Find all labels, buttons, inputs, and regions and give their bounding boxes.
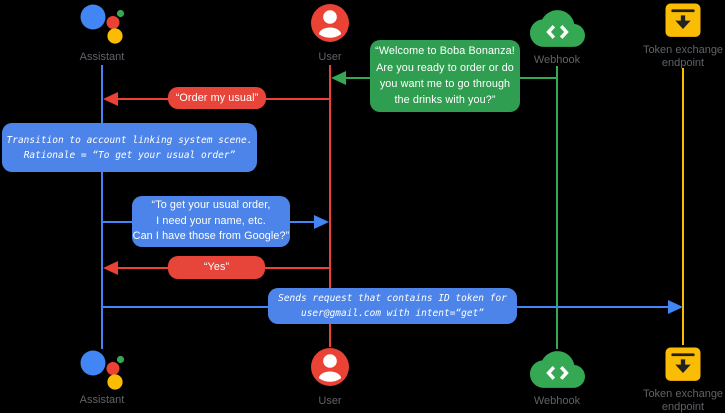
bubble-line: “Welcome to Boba Bonanza!	[375, 45, 515, 58]
actor-label-token-top: Token exchange endpoint	[618, 44, 725, 69]
arrow-ask-permission-head	[314, 215, 329, 229]
bubble-line: Rationale = “To get your usual order”	[23, 149, 236, 161]
google-assistant-icon	[80, 4, 125, 44]
user-lifeline	[329, 65, 331, 347]
speech-bubble-welcome: “Welcome to Boba Bonanza! Are you ready …	[370, 40, 520, 112]
actor-label-webhook-bottom: Webhook	[533, 395, 581, 407]
bubble-line: the drinks with you?”	[394, 94, 496, 107]
bubble-line: you want me to go through	[379, 78, 511, 90]
speech-bubble-order-usual: “Order my usual”	[168, 87, 266, 109]
speech-bubble-ask-permission: “To get your usual order, I need your na…	[132, 196, 290, 247]
actor-label-assistant-bottom: Assistant	[79, 394, 125, 406]
actor-label-line: endpoint	[661, 400, 705, 413]
actor-label-user-bottom: User	[318, 395, 342, 407]
webhook-lifeline	[556, 66, 558, 349]
token-exchange-endpoint-icon	[665, 3, 701, 37]
bubble-line: I need your name, etc.	[156, 214, 266, 227]
bubble-line: “Yes”	[203, 261, 230, 274]
note-bubble-sends-request: Sends request that contains ID token for…	[268, 288, 517, 324]
actor-label-line: Token exchange	[642, 388, 724, 400]
webhook-cloud-icon	[530, 10, 585, 47]
arrow-welcome-head	[331, 71, 346, 85]
token-exchange-endpoint-icon	[665, 347, 701, 381]
arrow-yes-head	[103, 261, 118, 275]
speech-bubble-yes: “Yes”	[168, 256, 265, 279]
bubble-line: Sends request that contains ID token for	[278, 293, 507, 304]
google-assistant-icon	[80, 350, 125, 390]
user-account-icon	[311, 4, 349, 42]
arrow-order-usual-head	[103, 92, 118, 106]
actor-label-assistant-top: Assistant	[79, 51, 125, 63]
bubble-line: Are you ready to order or do	[376, 61, 514, 74]
bubble-line: Can I have those from Google?”	[132, 230, 290, 243]
webhook-cloud-icon	[530, 351, 585, 388]
token-endpoint-lifeline	[682, 68, 684, 345]
user-account-icon	[311, 348, 349, 386]
bubble-line: “Order my usual”	[175, 91, 259, 104]
arrow-sends-request-head	[668, 300, 683, 314]
actor-label-user-top: User	[318, 51, 342, 63]
actor-label-line: Token exchange	[642, 44, 724, 56]
actor-label-token-bottom: Token exchange endpoint	[618, 388, 725, 413]
bubble-line: Transition to account linking system sce…	[6, 134, 253, 146]
actor-label-line: endpoint	[661, 56, 705, 69]
bubble-line: user@gmail.com with intent=“get”	[300, 308, 485, 319]
note-bubble-transition: Transition to account linking system sce…	[2, 123, 257, 172]
actor-label-webhook-top: Webhook	[533, 54, 581, 66]
assistant-lifeline	[101, 65, 103, 349]
bubble-line: “To get your usual order,	[151, 198, 271, 211]
